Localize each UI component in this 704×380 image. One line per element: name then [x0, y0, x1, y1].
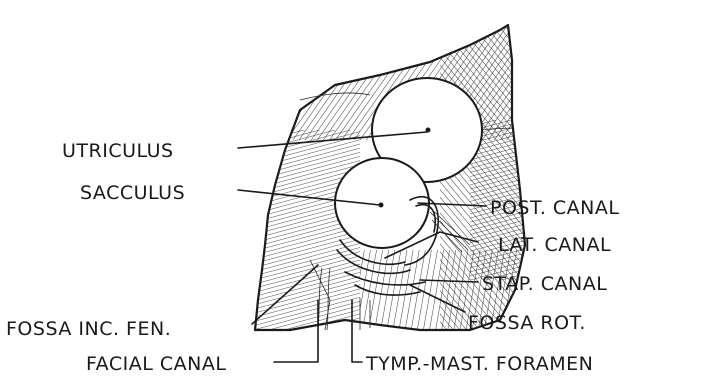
label-tymp-mast-foramen: TYMP.-MAST. FORAMEN — [365, 353, 593, 375]
label-fossa-rot: FOSSA ROT. — [468, 312, 586, 334]
label-utriculus: UTRICULUS — [62, 140, 174, 162]
sacculus-structure — [335, 158, 429, 248]
label-post-canal: POST. CANAL — [490, 197, 619, 219]
label-stap-canal: STAP. CANAL — [482, 273, 607, 295]
label-fossa-inc-fen: FOSSA INC. FEN. — [6, 318, 171, 340]
label-facial-canal: FACIAL CANAL — [86, 353, 226, 375]
label-lat-canal: LAT. CANAL — [498, 234, 611, 256]
label-sacculus: SACCULUS — [80, 182, 185, 204]
